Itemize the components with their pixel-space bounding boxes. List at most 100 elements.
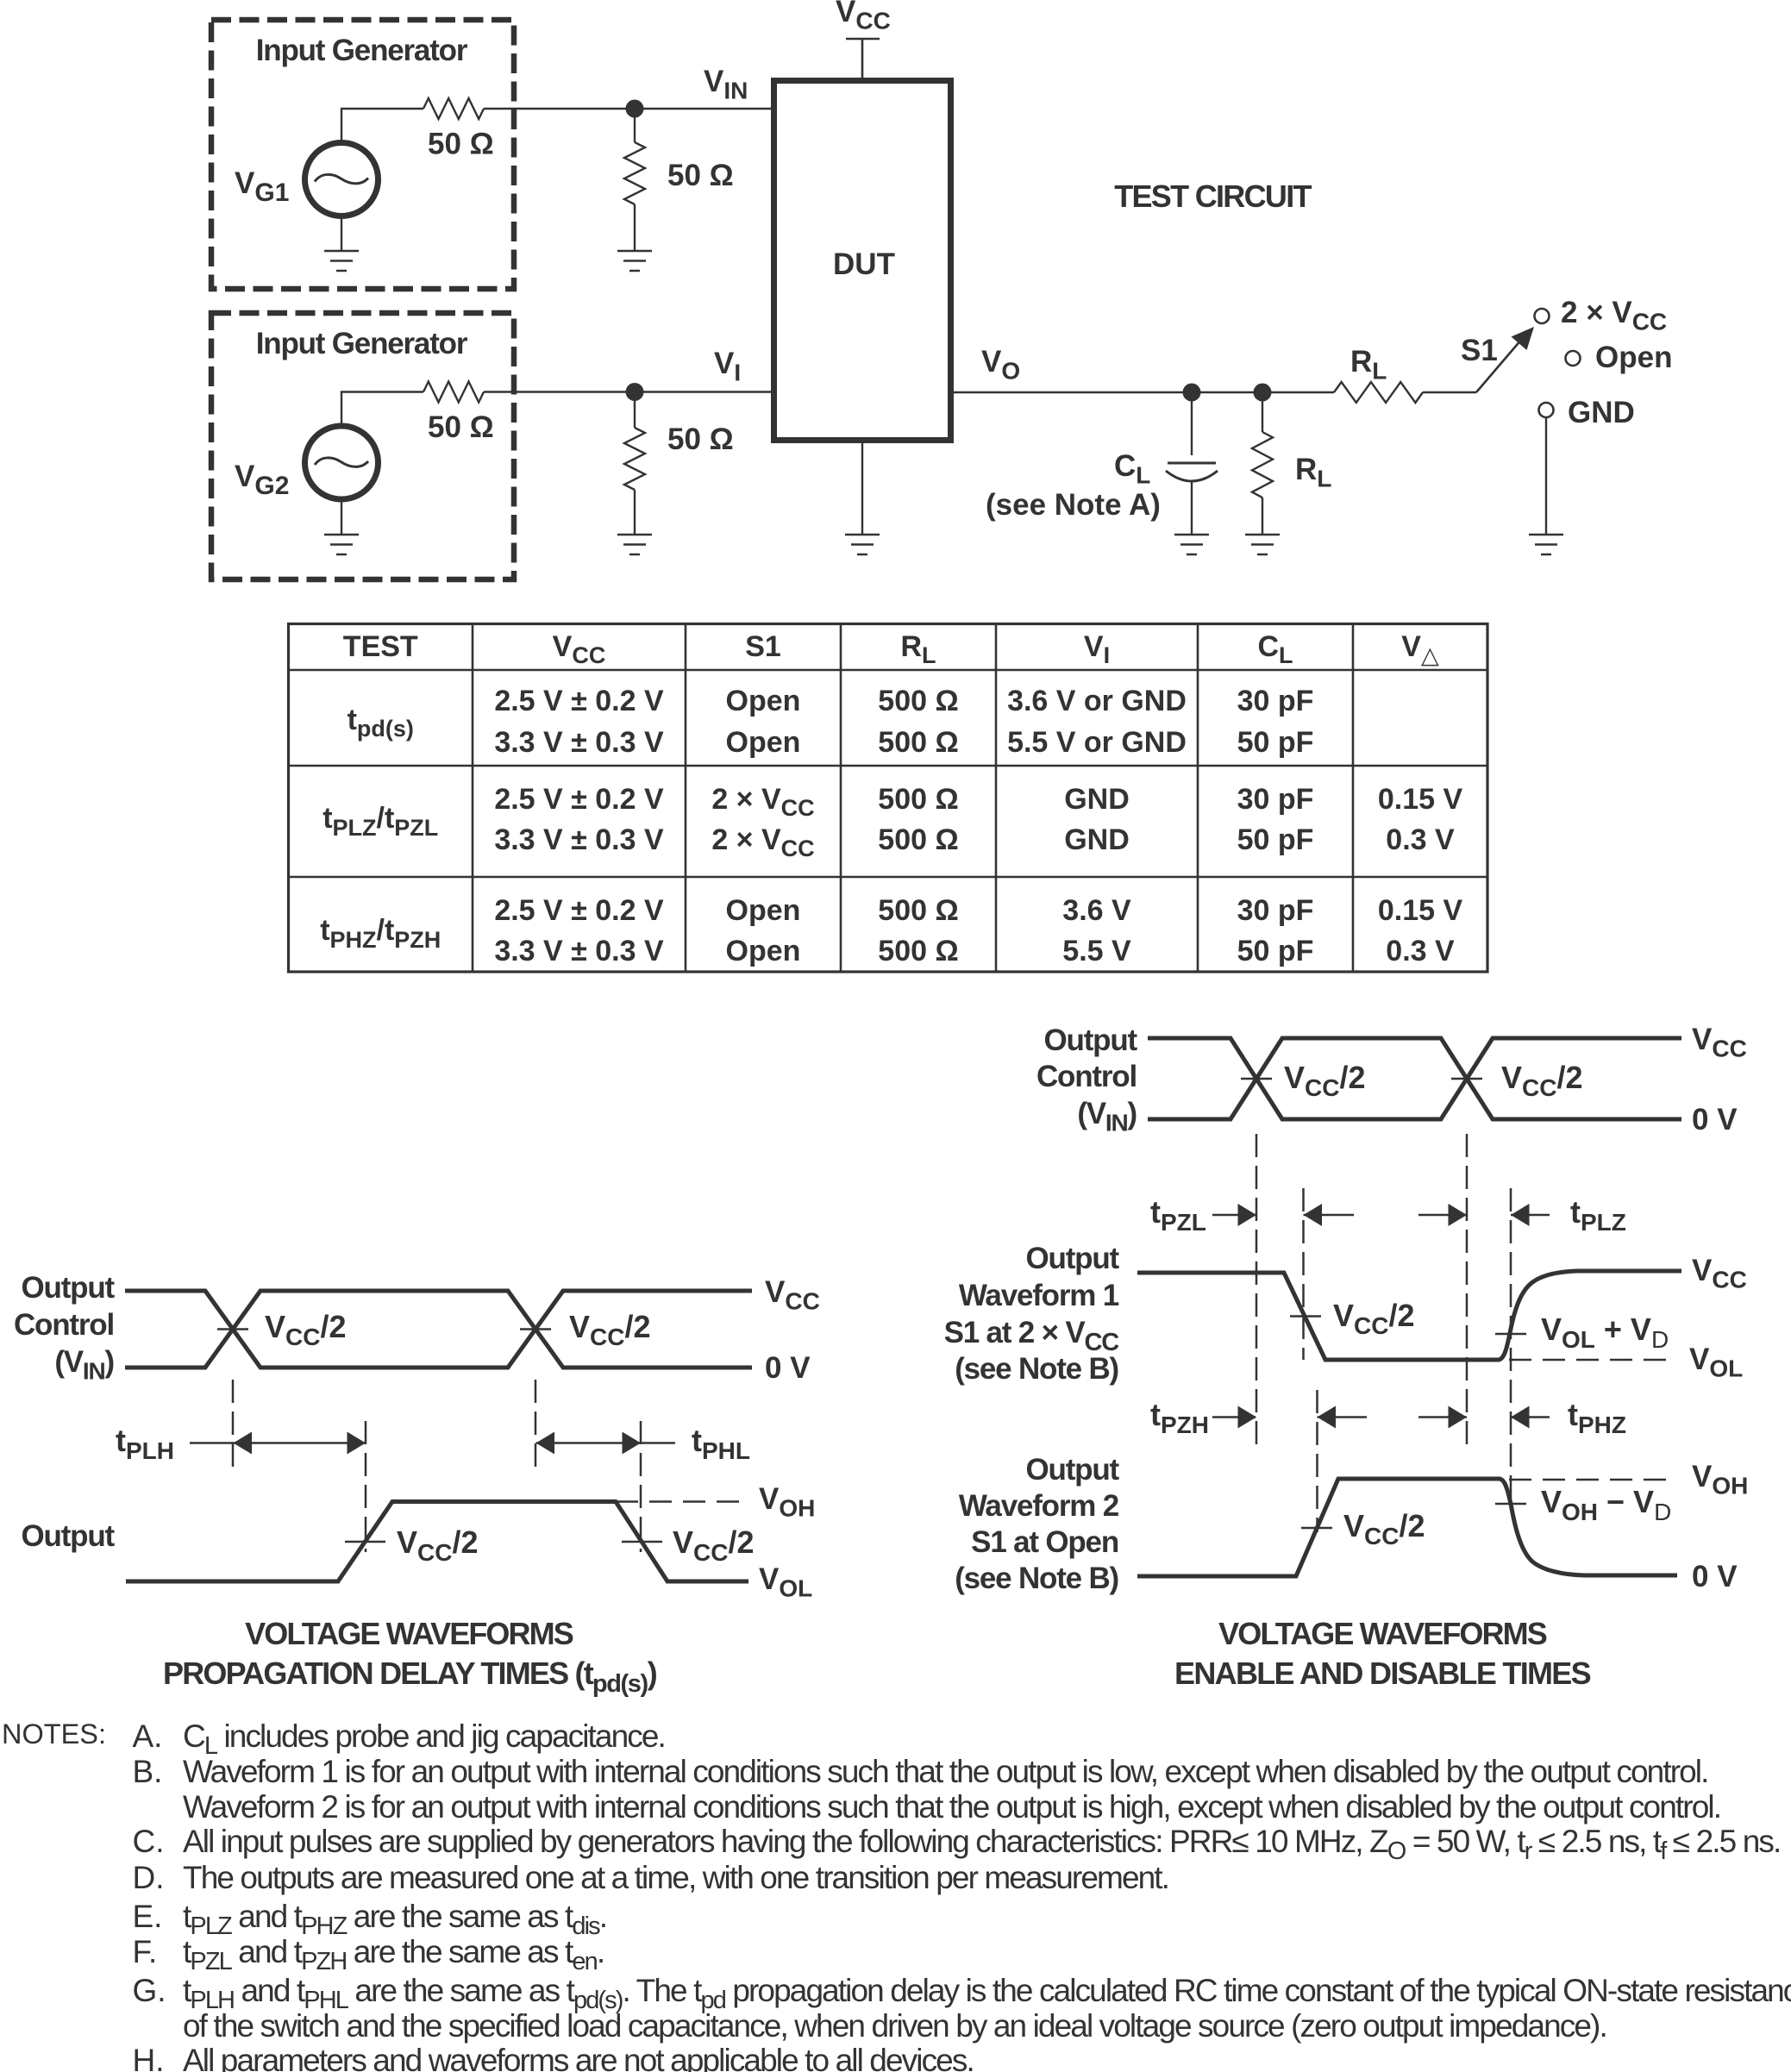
svg-text:500 Ω: 500 Ω bbox=[878, 935, 958, 967]
svg-text:(VIN): (VIN) bbox=[1077, 1097, 1137, 1136]
svg-text:S1: S1 bbox=[1461, 334, 1498, 367]
svg-text:S1: S1 bbox=[745, 630, 781, 663]
svg-text:B.: B. bbox=[133, 1754, 163, 1789]
svg-text:D.: D. bbox=[133, 1860, 165, 1895]
svg-text:tPZH: tPZH bbox=[1150, 1397, 1209, 1438]
svg-text:VG2: VG2 bbox=[235, 460, 289, 500]
svg-text:F.: F. bbox=[133, 1934, 158, 1969]
svg-text:(see Note B): (see Note B) bbox=[955, 1352, 1118, 1386]
svg-text:tPZL and tPZH are the same as: tPZL and tPZH are the same as ten. bbox=[183, 1934, 604, 1975]
svg-text:500 Ω: 500 Ω bbox=[878, 726, 958, 759]
svg-text:50 Ω: 50 Ω bbox=[667, 159, 734, 192]
svg-text:tPZL: tPZL bbox=[1150, 1194, 1206, 1236]
svg-text:30 pF: 30 pF bbox=[1237, 685, 1314, 717]
svg-text:tPLH and tPHL are the same as: tPLH and tPHL are the same as tpd(s). Th… bbox=[183, 1973, 1791, 2014]
svg-text:2 × VCC: 2 × VCC bbox=[711, 823, 814, 861]
svg-text:0 V: 0 V bbox=[1692, 1560, 1738, 1593]
svg-text:2.5 V ± 0.2 V: 2.5 V ± 0.2 V bbox=[494, 783, 664, 816]
svg-text:VOH: VOH bbox=[759, 1482, 815, 1522]
svg-text:VOLTAGE WAVEFORMS: VOLTAGE WAVEFORMS bbox=[1218, 1616, 1547, 1651]
svg-text:3.3 V ± 0.3 V: 3.3 V ± 0.3 V bbox=[494, 935, 664, 967]
svg-text:Output: Output bbox=[1026, 1242, 1120, 1275]
svg-text:3.3 V ± 0.3 V: 3.3 V ± 0.3 V bbox=[494, 823, 664, 856]
svg-text:500 Ω: 500 Ω bbox=[878, 894, 958, 927]
svg-text:50 pF: 50 pF bbox=[1237, 726, 1314, 759]
svg-text:500 Ω: 500 Ω bbox=[878, 823, 958, 856]
svg-text:2 × VCC: 2 × VCC bbox=[1561, 296, 1667, 335]
svg-text:VCC/2: VCC/2 bbox=[1284, 1060, 1366, 1101]
svg-text:0.3 V: 0.3 V bbox=[1386, 823, 1455, 856]
svg-text:DUT: DUT bbox=[833, 247, 895, 281]
svg-text:VCC/2: VCC/2 bbox=[397, 1524, 479, 1566]
svg-text:VCC: VCC bbox=[1692, 1254, 1747, 1293]
svg-text:VOL: VOL bbox=[759, 1562, 812, 1602]
svg-text:VCC: VCC bbox=[1692, 1023, 1747, 1062]
svg-text:2 × VCC: 2 × VCC bbox=[711, 783, 814, 821]
svg-text:2.5 V ± 0.2 V: 2.5 V ± 0.2 V bbox=[494, 685, 664, 717]
svg-text:VOL + VD: VOL + VD bbox=[1541, 1311, 1669, 1353]
svg-text:CL: CL bbox=[1257, 630, 1293, 668]
svg-text:Open: Open bbox=[726, 894, 801, 927]
svg-text:V△: V△ bbox=[1401, 630, 1439, 668]
svg-text:50 Ω: 50 Ω bbox=[428, 128, 494, 161]
svg-text:Open: Open bbox=[726, 726, 801, 759]
svg-text:(VIN): (VIN) bbox=[54, 1345, 114, 1385]
svg-text:VCC/2: VCC/2 bbox=[1501, 1060, 1583, 1101]
svg-text:VCC/2: VCC/2 bbox=[1343, 1508, 1425, 1549]
svg-text:All parameters and waveforms a: All parameters and waveforms are not app… bbox=[183, 2043, 974, 2072]
svg-text:(see Note A): (see Note A) bbox=[986, 488, 1161, 522]
svg-text:tPLZ: tPLZ bbox=[1570, 1194, 1626, 1236]
svg-text:VOL: VOL bbox=[1689, 1343, 1743, 1382]
svg-text:TEST: TEST bbox=[343, 630, 418, 663]
svg-text:RL: RL bbox=[900, 630, 936, 668]
svg-text:All input pulses are supplied: All input pulses are supplied by generat… bbox=[183, 1824, 1780, 1865]
svg-text:Open: Open bbox=[1595, 341, 1672, 374]
svg-text:GND: GND bbox=[1064, 783, 1130, 816]
svg-text:0 V: 0 V bbox=[765, 1351, 811, 1385]
svg-text:H.: H. bbox=[133, 2043, 165, 2072]
svg-text:0.15 V: 0.15 V bbox=[1378, 894, 1463, 927]
svg-text:S1 at Open: S1 at Open bbox=[971, 1525, 1118, 1559]
svg-text:Open: Open bbox=[726, 935, 801, 967]
svg-text:3.6 V or GND: 3.6 V or GND bbox=[1007, 685, 1187, 717]
svg-text:50 Ω: 50 Ω bbox=[667, 423, 734, 456]
svg-text:G.: G. bbox=[133, 1973, 166, 2008]
svg-text:Input Generator: Input Generator bbox=[256, 34, 468, 67]
svg-text:0.3 V: 0.3 V bbox=[1386, 935, 1455, 967]
svg-text:VOH: VOH bbox=[1692, 1460, 1748, 1499]
svg-text:tPHZ/tPZH: tPHZ/tPZH bbox=[320, 914, 441, 953]
svg-text:30 pF: 30 pF bbox=[1237, 894, 1314, 927]
svg-text:2.5 V ± 0.2 V: 2.5 V ± 0.2 V bbox=[494, 894, 664, 927]
svg-text:GND: GND bbox=[1064, 823, 1130, 856]
svg-text:CL: CL bbox=[1114, 449, 1150, 489]
svg-text:VO: VO bbox=[981, 345, 1020, 385]
svg-text:VCC/2: VCC/2 bbox=[673, 1524, 755, 1566]
svg-text:0 V: 0 V bbox=[1692, 1103, 1738, 1136]
svg-text:500 Ω: 500 Ω bbox=[878, 685, 958, 717]
svg-text:5.5 V or GND: 5.5 V or GND bbox=[1007, 726, 1187, 759]
svg-text:VI: VI bbox=[714, 347, 741, 386]
svg-text:Input Generator: Input Generator bbox=[256, 327, 468, 360]
svg-text:The outputs are measured one a: The outputs are measured one at a time, … bbox=[183, 1860, 1168, 1895]
svg-text:PROPAGATION DELAY TIMES (tpd(s: PROPAGATION DELAY TIMES (tpd(s)) bbox=[163, 1656, 657, 1698]
svg-text:GND: GND bbox=[1568, 396, 1635, 429]
svg-text:RL: RL bbox=[1350, 345, 1387, 385]
svg-text:VCC: VCC bbox=[765, 1275, 820, 1315]
svg-text:tPLZ and tPHZ are the same as: tPLZ and tPHZ are the same as tdis. bbox=[183, 1899, 606, 1940]
svg-text:3.6 V: 3.6 V bbox=[1062, 894, 1131, 927]
svg-text:Output: Output bbox=[1026, 1453, 1120, 1487]
svg-text:RL: RL bbox=[1295, 453, 1331, 492]
svg-text:TEST CIRCUIT: TEST CIRCUIT bbox=[1114, 178, 1312, 214]
svg-text:tpd(s): tpd(s) bbox=[348, 704, 414, 742]
svg-text:(see Note B): (see Note B) bbox=[955, 1562, 1118, 1595]
svg-text:Waveform 1 is for an output wi: Waveform 1 is for an output with interna… bbox=[183, 1754, 1708, 1789]
svg-text:5.5 V: 5.5 V bbox=[1062, 935, 1131, 967]
svg-text:ENABLE AND DISABLE TIMES: ENABLE AND DISABLE TIMES bbox=[1174, 1656, 1591, 1691]
svg-text:tPHL: tPHL bbox=[692, 1423, 750, 1464]
svg-text:S1 at 2 × VCC: S1 at 2 × VCC bbox=[944, 1316, 1120, 1356]
svg-text:Open: Open bbox=[726, 685, 801, 717]
svg-text:VG1: VG1 bbox=[235, 166, 289, 207]
svg-text:50 pF: 50 pF bbox=[1237, 823, 1314, 856]
svg-text:Output: Output bbox=[22, 1519, 116, 1553]
svg-text:tPHZ: tPHZ bbox=[1568, 1397, 1626, 1438]
